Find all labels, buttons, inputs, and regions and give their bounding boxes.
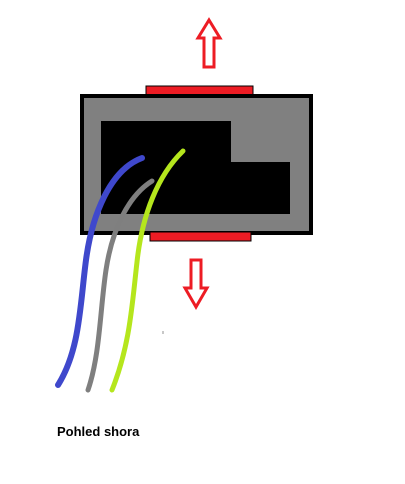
arrow-down-icon (182, 258, 210, 310)
top-latch (145, 85, 254, 96)
caption-label: Pohled shora (57, 424, 140, 439)
bottom-latch (149, 231, 252, 242)
wire-green (109, 148, 186, 393)
wire-gray (85, 178, 155, 393)
connector-housing (80, 94, 313, 235)
arrow-up-icon (195, 17, 223, 69)
connector-cavity (101, 121, 290, 214)
stray-mark (162, 331, 164, 334)
wire-blue (55, 155, 145, 388)
